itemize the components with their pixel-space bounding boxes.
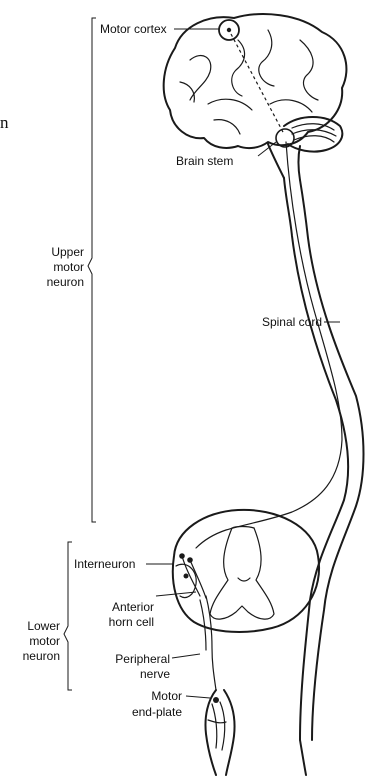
brain-stem-drawing (268, 129, 300, 180)
brain-drawing (164, 14, 347, 148)
peripheral-nerve-label-line2: nerve (140, 667, 170, 681)
upper-motor-neuron-label-line1: Upper (51, 245, 84, 259)
spinal-cord-drawing (196, 142, 364, 775)
interneuron-label: Interneuron (74, 557, 135, 571)
upper-motor-neuron-label-line3: neuron (47, 275, 84, 289)
upper-motor-neuron-dashed-path (231, 34, 284, 134)
motor-cortex-label: Motor cortex (100, 22, 167, 36)
spinal-cross-section-drawing (173, 510, 319, 632)
peripheral-nerve-drawing (200, 596, 235, 775)
motor-end-plate-marker (213, 697, 219, 703)
stray-letter: n (0, 113, 9, 132)
upper-motor-neuron-bracket (88, 18, 96, 522)
spinal-cord-label: Spinal cord (262, 315, 322, 329)
upper-motor-neuron-label-line2: motor (53, 260, 84, 274)
anterior-horn-cell-label-line1: Anterior (112, 600, 154, 614)
anterior-horn-cell-label-line2: horn cell (109, 615, 154, 629)
peripheral-nerve-label-line1: Peripheral (115, 652, 170, 666)
lower-motor-neuron-label-line1: Lower (27, 619, 60, 633)
motor-end-plate-label-line2: end-plate (132, 705, 182, 719)
lower-motor-neuron-bracket (64, 542, 72, 690)
lower-motor-neuron-label-line2: motor (29, 634, 60, 648)
brain-stem-label: Brain stem (176, 154, 233, 168)
lower-motor-neuron-label-line3: neuron (23, 649, 60, 663)
motor-end-plate-label-line1: Motor (151, 689, 182, 703)
